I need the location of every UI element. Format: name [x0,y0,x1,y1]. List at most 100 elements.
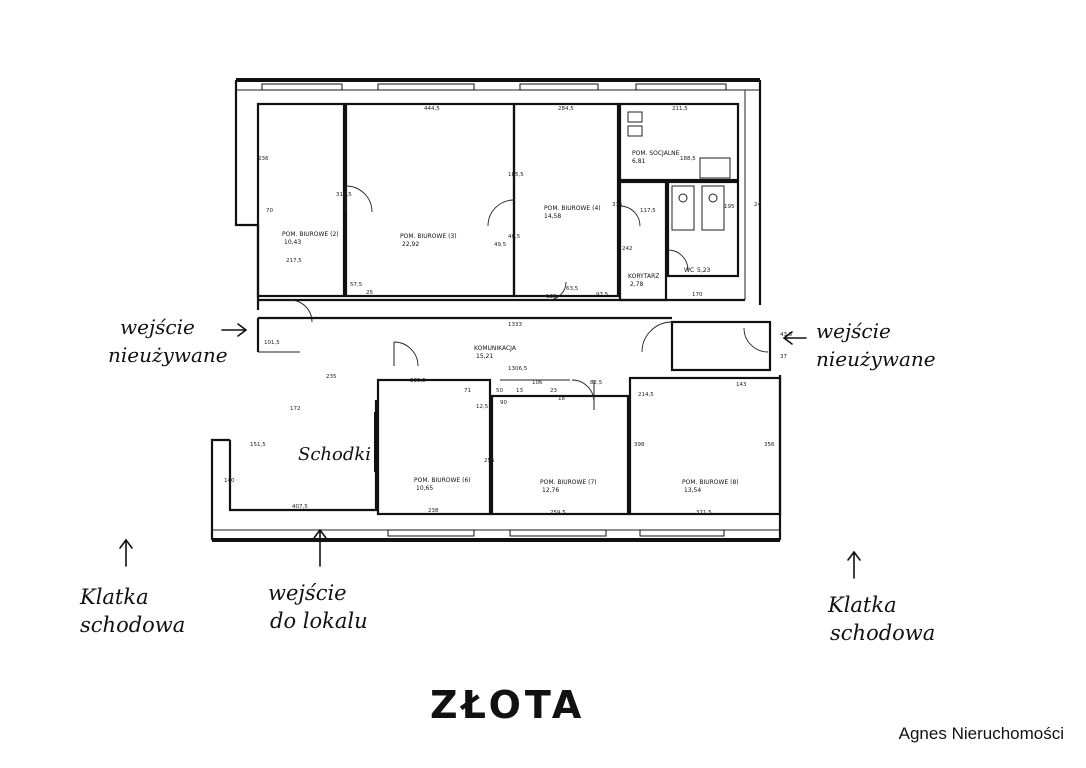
sink-icon [627,111,643,123]
toilet-icon [678,193,688,203]
kitchen-counter [699,157,731,179]
dim-label: 140 [224,478,235,484]
dim-label: 71 [464,388,471,394]
right-unused-vestibule [670,320,772,372]
arrow-up-icon [313,528,327,567]
door-arc [641,321,673,353]
arrow-up-icon [847,550,861,579]
lower-rooms [228,376,782,516]
dim-label: 101,5 [264,340,280,346]
room-socjalne [618,102,740,182]
dim-label: 315 [612,202,623,208]
dim-label: 235,5 [410,378,426,384]
dim-label: 371,5 [696,510,712,516]
room-area-biuro-3: 22,92 [402,241,419,248]
door-arc [345,185,373,213]
door-arc [393,341,419,367]
left-outer-wall [234,80,260,310]
room-area-wc: 5,23 [697,267,711,274]
upper-doors [289,185,689,323]
dim-label: 235 [326,374,337,380]
dim-label: 40,5 [508,234,521,240]
lower-left-wall [210,438,230,540]
dim-label: 25 [366,290,373,296]
dim-label: 151,5 [250,442,266,448]
dim-label: 214,5 [638,392,654,398]
dim-label: 13 [516,388,523,394]
dim-label: 185,5 [508,172,524,178]
dim-label: 238 [428,508,439,514]
street-name: ZŁOTA [430,683,585,727]
arrow-right-icon [221,323,248,337]
dim-label: 143 [736,382,747,388]
room-wc [666,180,740,278]
room-name-biuro-2: POM. BIUROWE (2) [282,231,339,238]
window [509,529,607,537]
dimension-labels: 444,5 284,5 211,5 236 70 217,5 57,5 25 1… [224,106,793,516]
dim-label: 407,5 [292,504,308,510]
room-area-biuro-2: 10,43 [284,239,301,246]
dim-label: 1333 [508,322,522,328]
window [261,83,343,91]
dim-label: 211,5 [672,106,688,112]
entrance-label-2: do lokalu [270,609,368,633]
room-name-biuro-4: POM. BIUROWE (4) [544,205,601,212]
building-outline [210,78,782,542]
toilet-icon [708,193,718,203]
dim-label: 313,5 [336,192,352,198]
top-windows [261,83,727,91]
dim-label: 398 [634,442,645,448]
room-labels: POM. BIUROWE (2) 10,43 POM. BIUROWE (3) … [282,150,739,494]
dim-label: 255 [484,458,495,464]
dim-label: 356 [764,442,775,448]
room-name-biuro-3: POM. BIUROWE (3) [400,233,457,240]
room-area-socjalne: 6,81 [632,158,646,165]
window [377,83,475,91]
dim-label: 24 [754,202,761,208]
room-name-wc: WC [684,267,694,274]
wc-cubicle [701,185,725,231]
right-unused-entrance-label-2: nieużywane [816,347,936,371]
door-arc [743,327,769,353]
dim-label: 63,5 [566,286,579,292]
door-arc [487,199,515,227]
bottom-windows [387,529,725,537]
door-arc [547,281,567,301]
room-area-korytarz: 2,78 [630,281,644,288]
room-name-biuro-7: POM. BIUROWE (7) [540,479,597,486]
dim-label: 195 [724,204,735,210]
dim-label: 259,5 [550,510,566,516]
stairs-label: Schodki [298,444,371,465]
window [639,529,725,537]
corridor [256,316,772,372]
stairwell-left-label-1: Klatka [79,585,149,609]
room-area-biuro-7: 12,76 [542,487,559,494]
room-name-korytarz: KORYTARZ [628,273,659,280]
room-name-komunikacja: KOMUNIKACJA [474,345,517,352]
stairwell-right-label-1: Klatka [827,593,897,617]
dim-label: 284,5 [558,106,574,112]
dim-label: 18 [558,396,565,402]
dim-label: 43,5 [780,332,793,338]
dim-label: 50 [496,388,503,394]
dim-label: 57,5 [350,282,363,288]
dim-label: 117,5 [640,208,656,214]
room-biuro-2 [256,102,346,298]
room-biuro-6 [376,378,492,516]
window [635,83,727,91]
sink-icon [627,125,643,137]
dim-label: 97,5 [596,292,609,298]
dim-label: 170 [692,292,703,298]
room-name-biuro-8: POM. BIUROWE (8) [682,479,739,486]
window [519,83,599,91]
dim-label: 172 [290,406,301,412]
entrance-label-1: wejście [268,581,347,605]
window [387,529,475,537]
room-biuro-7 [490,394,630,516]
room-biuro-4 [512,102,620,298]
room-name-biuro-6: POM. BIUROWE (6) [414,477,471,484]
dim-label: 1306,5 [508,366,528,372]
room-area-komunikacja: 15,21 [476,353,493,360]
agency-credit: Agnes Nieruchomości [898,724,1064,743]
door-arc [619,205,641,227]
